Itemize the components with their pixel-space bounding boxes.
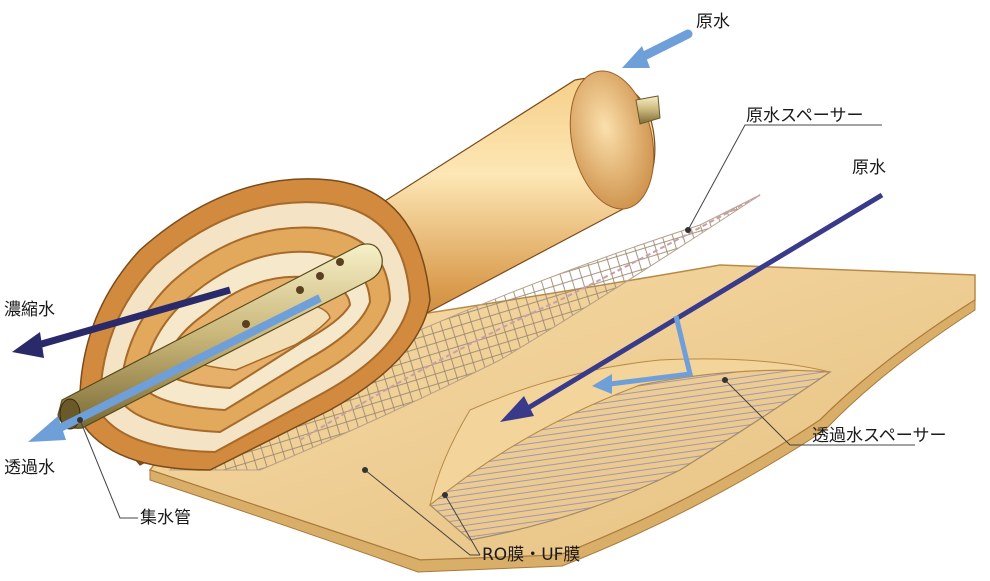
raw-water-spacer-edge (299, 194, 761, 441)
concentrate-label: 濃縮水 (4, 300, 55, 320)
upper-membrane-flap (429, 358, 831, 507)
permeate-spacer-label: 透過水スペーサー (812, 426, 947, 446)
flow-arrows (12, 29, 884, 442)
raw-water-top-label: 原水 (696, 12, 730, 32)
raw-water-spacer-label: 原水スペーサー (746, 106, 864, 126)
leader-lines (79, 124, 915, 556)
raw-water-right-label: 原水 (852, 158, 886, 178)
membrane-label: RO膜・UF膜 (482, 545, 581, 565)
collection-pipe-label: 集水管 (140, 508, 191, 528)
permeate-label: 透過水 (4, 458, 55, 478)
